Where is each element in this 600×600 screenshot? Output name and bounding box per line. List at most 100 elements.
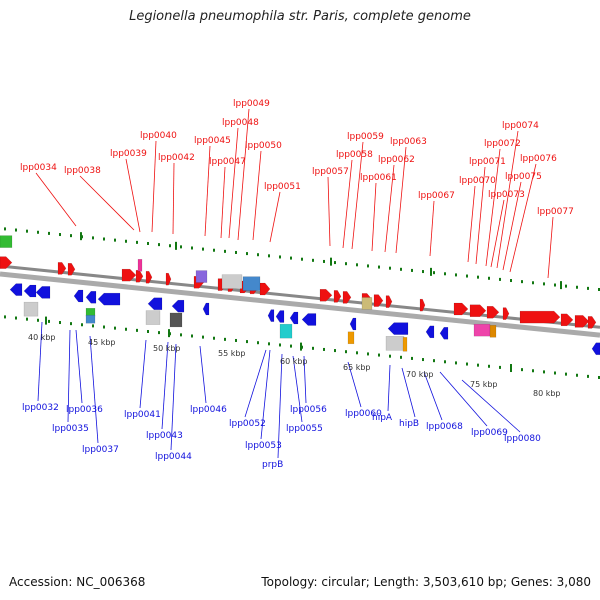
backbone-line: [0, 264, 600, 329]
reverse-gene-label: lpp0041: [124, 410, 161, 420]
lower-guide-dot: [246, 340, 248, 344]
lower-guide-dot: [378, 353, 380, 357]
lower-guide-dot: [598, 375, 600, 379]
lower-guide-dot: [576, 373, 578, 377]
reverse-gene-label: hipB: [399, 419, 419, 429]
upper-guide-dot: [158, 243, 160, 247]
forward-gene-label: lpp0049: [233, 99, 270, 109]
reverse-label-leader: [347, 361, 362, 408]
forward-label-leader: [220, 166, 226, 239]
forward-label-leader: [79, 175, 135, 231]
upper-guide-dot: [48, 231, 50, 235]
upper-guide-dot: [59, 233, 61, 237]
lower-guide-dot: [488, 364, 490, 368]
forward-gene-arrow: [519, 310, 561, 324]
reverse-gene-arrow: [147, 297, 163, 311]
forward-label-leader: [371, 182, 377, 252]
upper-guide-dot: [136, 240, 138, 244]
upper-guide-dot: [389, 266, 391, 270]
lower-guide-dot: [521, 368, 523, 372]
feature-box: [402, 337, 408, 352]
reverse-gene-arrow: [23, 284, 37, 298]
forward-gene-label: lpp0074: [502, 121, 539, 131]
forward-label-leader: [485, 148, 501, 267]
forward-gene-label: lpp0077: [537, 207, 574, 217]
lower-guide-dot: [158, 331, 160, 335]
lower-guide-dot: [279, 343, 281, 347]
upper-guide-dot: [191, 246, 193, 250]
forward-label-leader: [228, 127, 239, 239]
upper-guide-dot: [400, 267, 402, 271]
forward-label-leader: [269, 191, 281, 243]
kbp-tick-label: 70 kbp: [406, 370, 434, 379]
guide-major-tick: [80, 232, 82, 241]
lower-guide-dot: [92, 324, 94, 328]
genome-backbone: [0, 264, 600, 338]
reverse-label-leader: [161, 341, 169, 430]
forward-label-leader: [496, 130, 519, 269]
kbp-tick-label: 75 kbp: [470, 380, 498, 389]
upper-guide-dot: [367, 264, 369, 268]
lower-guide-dot: [114, 326, 116, 330]
lower-guide-dot: [268, 342, 270, 346]
reverse-gene-arrow: [97, 292, 121, 306]
forward-label-leader: [35, 172, 77, 227]
forward-label-leader: [151, 140, 157, 233]
upper-guide-dot: [576, 285, 578, 289]
reverse-label-leader: [461, 379, 521, 433]
forward-gene-label: lpp0048: [222, 118, 259, 128]
forward-gene-label: lpp0051: [264, 182, 301, 192]
upper-guide-dot: [224, 249, 226, 253]
genome-summary-text: Topology: circular; Length: 3,503,610 bp…: [261, 575, 591, 589]
upper-guide-dot: [444, 272, 446, 276]
upper-guide-dot: [532, 281, 534, 285]
reverse-gene-label: lpp0037: [82, 445, 119, 455]
upper-guide-dot: [565, 284, 567, 288]
lower-guide-dot: [235, 338, 237, 342]
reverse-gene-label: lpp0069: [471, 428, 508, 438]
forward-gene-label: lpp0059: [347, 132, 384, 142]
reverse-gene-label: hipA: [372, 413, 393, 423]
upper-guide-dot: [488, 276, 490, 280]
reverse-label-leader: [387, 364, 391, 412]
forward-gene-arrow: [560, 313, 574, 327]
upper-guide-dot: [554, 283, 556, 287]
reverse-label-leader: [89, 335, 99, 444]
upper-guide-dot: [92, 236, 94, 240]
upper-guide-dot: [15, 228, 17, 232]
forward-gene-arrow: [319, 289, 333, 302]
reverse-label-leader: [439, 371, 488, 427]
forward-gene-arrow: [453, 302, 469, 316]
reverse-gene-arrow: [85, 291, 97, 304]
forward-label-leader: [342, 159, 353, 249]
feature-box: [23, 301, 39, 317]
upper-guide-dot: [147, 241, 149, 245]
lower-guide-dot: [180, 333, 182, 337]
forward-gene-arrow: [419, 298, 426, 312]
reverse-gene-arrow: [439, 327, 449, 340]
forward-gene-arrow: [57, 262, 67, 275]
forward-gene-arrow: [373, 294, 384, 307]
upper-guide-dot: [103, 237, 105, 241]
forward-gene-label: lpp0042: [158, 153, 195, 163]
reverse-gene-label: prpB: [262, 460, 283, 470]
upper-guide-dot: [466, 274, 468, 278]
kbp-tick-label: 80 kbp: [533, 389, 561, 398]
guide-major-tick: [168, 329, 170, 338]
upper-guide-dot: [301, 257, 303, 261]
feature-box: [361, 297, 373, 310]
upper-guide-dot: [180, 245, 182, 249]
guide-major-tick: [45, 316, 47, 325]
lower-guide-dot: [565, 372, 567, 376]
upper-guide-dot: [455, 273, 457, 277]
lower-guide-dot: [345, 350, 347, 354]
feature-box: [473, 323, 491, 337]
kbp-tick-label: 45 kbp: [88, 338, 116, 347]
reverse-gene-arrow: [289, 311, 299, 325]
upper-guide-dot: [510, 279, 512, 283]
upper-guide-dot: [169, 244, 171, 248]
reverse-gene-arrow: [301, 313, 317, 326]
